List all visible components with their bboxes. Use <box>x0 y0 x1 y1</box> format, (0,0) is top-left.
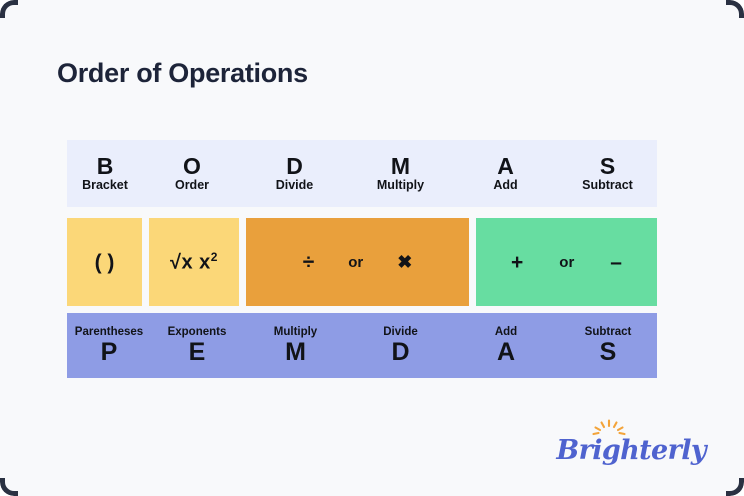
pemdas-word-divide: Divide <box>383 326 418 339</box>
frame-corner-bottom-left <box>0 478 18 496</box>
pemdas-row: Parentheses P Exponents E Multiply M Div… <box>67 313 657 378</box>
pemdas-word-multiply: Multiply <box>273 326 318 339</box>
pemdas-word-subtract: Subtract <box>584 326 632 339</box>
pemdas-cell-divide: Divide D <box>348 326 453 365</box>
multiply-symbol: ✖ <box>397 252 413 272</box>
bodmas-cell-subtract: S Subtract <box>558 154 657 193</box>
operator-box-add-subtract: + or – <box>476 218 657 306</box>
pemdas-letter-p: P <box>100 337 118 366</box>
pemdas-cell-add: Add A <box>453 326 559 365</box>
or-label-green: or <box>559 253 575 271</box>
bodmas-cell-bracket: B Bracket <box>67 154 143 193</box>
frame-corner-top-right <box>726 0 744 18</box>
bodmas-row: B Bracket O Order D Divide M Multiply A … <box>67 140 657 207</box>
pemdas-cell-exponents: Exponents E <box>151 326 243 365</box>
pemdas-word-add: Add <box>494 326 518 339</box>
pemdas-letter-s: S <box>599 337 617 366</box>
sunburst-icon <box>592 419 626 436</box>
bodmas-word-divide: Divide <box>275 178 314 193</box>
bodmas-word-multiply: Multiply <box>376 178 425 193</box>
operator-row: ( ) √x x2 ÷ or ✖ + or – <box>67 218 657 306</box>
divide-symbol: ÷ <box>302 250 315 274</box>
or-label-orange: or <box>348 253 364 271</box>
bodmas-cell-multiply: M Multiply <box>348 154 453 193</box>
bodmas-letter-b: B <box>96 153 114 180</box>
pemdas-cell-parentheses: Parentheses P <box>67 326 151 365</box>
brighterly-logo: Brighterly <box>556 419 707 466</box>
radical-x-x: √x x <box>170 251 211 274</box>
page-title: Order of Operations <box>57 58 308 88</box>
bodmas-word-bracket: Bracket <box>82 178 128 193</box>
brighterly-wordmark: Brighterly <box>556 435 706 466</box>
pemdas-letter-m: M <box>285 337 306 366</box>
bodmas-word-add: Add <box>493 178 518 193</box>
pemdas-cell-subtract: Subtract S <box>559 326 657 365</box>
minus-symbol: – <box>610 250 622 274</box>
bodmas-letter-m: M <box>390 153 411 180</box>
frame-corner-bottom-right <box>726 478 744 496</box>
bodmas-letter-s: S <box>599 153 616 180</box>
multiply-divide-group: ÷ or ✖ <box>303 252 413 273</box>
bodmas-letter-a: A <box>497 153 514 180</box>
bodmas-letter-d: D <box>286 153 303 180</box>
order-of-operations-chart: B Bracket O Order D Divide M Multiply A … <box>67 140 657 378</box>
plus-symbol: + <box>511 250 524 274</box>
bodmas-cell-order: O Order <box>143 154 241 193</box>
bodmas-word-subtract: Subtract <box>582 178 633 193</box>
add-subtract-group: + or – <box>511 252 622 273</box>
bodmas-cell-divide: D Divide <box>241 154 348 193</box>
pemdas-word-parentheses: Parentheses <box>74 326 144 339</box>
pemdas-letter-d: D <box>391 337 410 366</box>
bodmas-word-order: Order <box>174 178 210 193</box>
exponent-symbol: √x x2 <box>170 250 218 275</box>
bodmas-letter-o: O <box>183 153 201 180</box>
parentheses-symbol: ( ) <box>94 250 115 274</box>
pemdas-cell-multiply: Multiply M <box>243 326 348 365</box>
operator-box-parentheses: ( ) <box>67 218 142 306</box>
pemdas-letter-e: E <box>188 337 206 366</box>
operator-box-exponents: √x x2 <box>149 218 239 306</box>
frame-corner-top-left <box>0 0 18 18</box>
pemdas-letter-a: A <box>496 337 516 366</box>
bodmas-cell-add: A Add <box>453 154 558 193</box>
pemdas-word-exponents: Exponents <box>167 326 227 339</box>
superscript-two: 2 <box>210 249 218 264</box>
operator-box-multiply-divide: ÷ or ✖ <box>246 218 469 306</box>
